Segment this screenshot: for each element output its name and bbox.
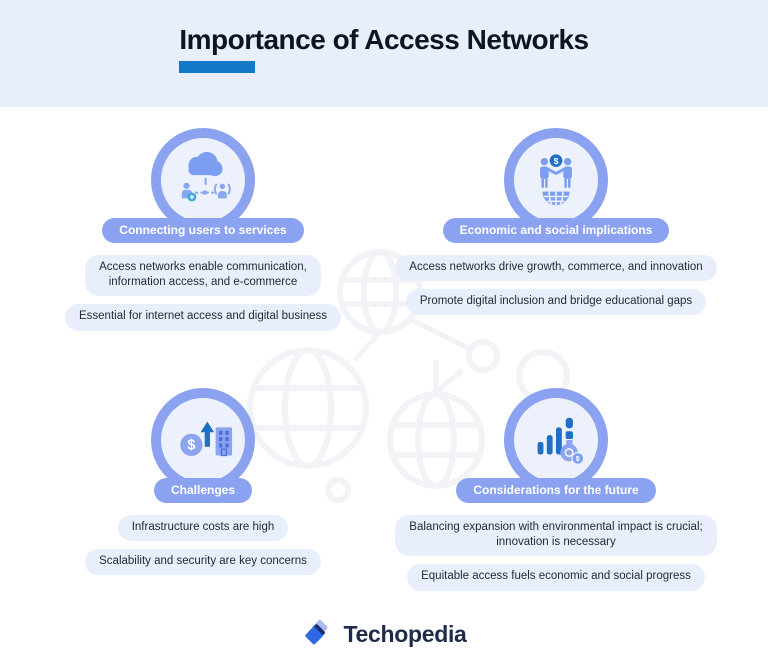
page-title: Importance of Access Networks	[179, 24, 589, 55]
chart-growth-icon: $	[537, 417, 585, 465]
info-bubble: Access networks enable communication, in…	[85, 255, 321, 297]
info-bubble: Access networks drive growth, commerce, …	[395, 255, 717, 282]
icon-circle: $	[151, 388, 255, 492]
cost-growth-building-icon: $	[180, 421, 233, 457]
brand-footer: Techopedia	[0, 618, 768, 651]
icon-circle: $	[504, 128, 608, 232]
brand-name: Techopedia	[343, 621, 467, 647]
section-connecting-users: Connecting users to services Access netw…	[28, 128, 378, 331]
section-label: Economic and social implications	[442, 218, 670, 243]
icon-circle: $	[504, 388, 608, 492]
header-band: Importance of Access Networks	[0, 0, 768, 107]
icon-circle	[151, 128, 255, 232]
section-challenges: $ Challenges Infrastructure costs are hi…	[28, 388, 378, 576]
section-economic-social: $ Economic and social implications Acces…	[381, 128, 731, 316]
handshake-globe-icon: $	[540, 154, 572, 206]
info-bubble: Scalability and security are key concern…	[85, 549, 321, 576]
info-bubble: Essential for internet access and digita…	[64, 304, 342, 331]
info-bubble: Equitable access fuels economic and soci…	[407, 564, 705, 591]
info-bubble: Balancing expansion with environmental i…	[395, 515, 717, 557]
title-block: Importance of Access Networks	[179, 24, 589, 107]
section-label: Considerations for the future	[456, 478, 656, 503]
info-bubble: Infrastructure costs are high	[117, 515, 289, 542]
section-label: Connecting users to services	[102, 218, 304, 243]
techopedia-logo-icon	[305, 619, 328, 645]
info-bubble: Promote digital inclusion and bridge edu…	[405, 289, 707, 316]
section-future: $ Considerations for the future Balancin…	[381, 388, 731, 591]
svg-text:$: $	[554, 156, 559, 166]
cloud-users-icon	[181, 151, 231, 202]
section-label: Challenges	[153, 478, 253, 503]
title-underline	[179, 61, 256, 73]
svg-text:$: $	[576, 454, 580, 463]
svg-text:$: $	[187, 438, 195, 454]
